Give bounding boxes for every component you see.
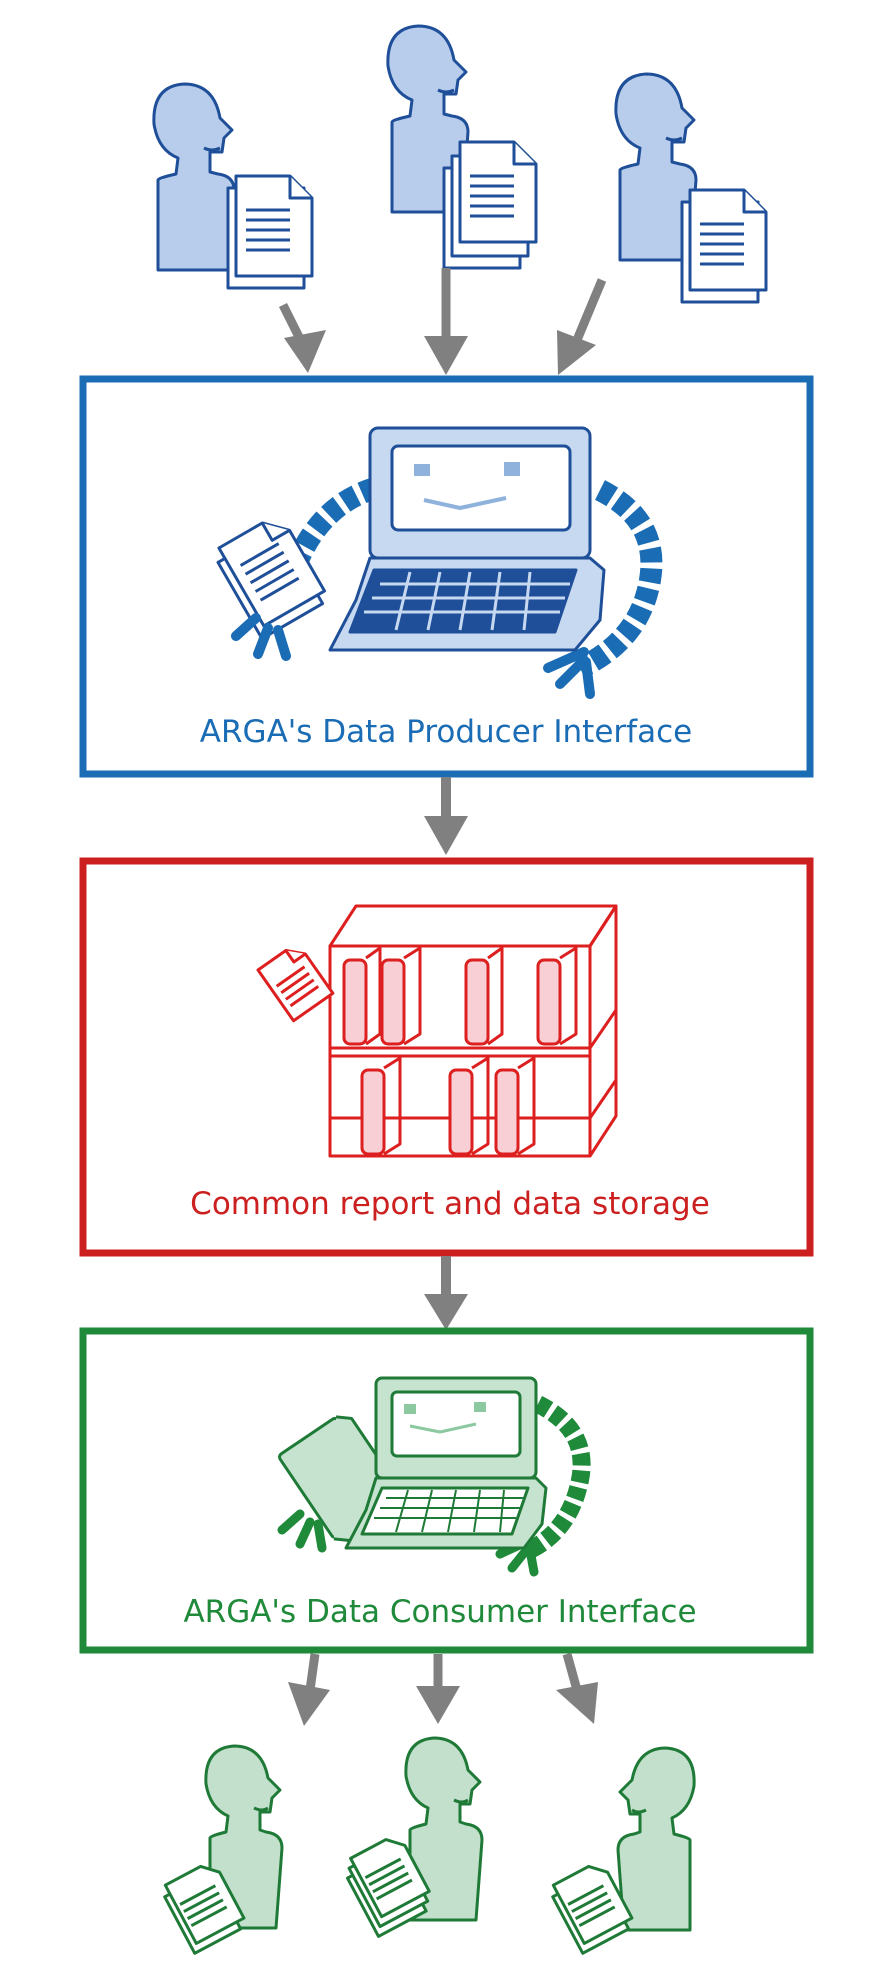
consumer-interface-label: ARGA's Data Consumer Interface <box>183 1594 696 1630</box>
arrows-in <box>278 268 607 375</box>
bookshelf-icon <box>256 904 618 1158</box>
robot-laptop-icon <box>277 1376 591 1577</box>
consumer-person-2 <box>346 1736 484 1938</box>
consumer-interface-box: ARGA's Data Consumer Interface <box>79 1327 814 1654</box>
storage-label: Common report and data storage <box>190 1186 710 1222</box>
consumer-box-border <box>79 1327 814 1654</box>
producer-interface-box: ARGA's Data Producer Interface <box>79 375 814 778</box>
document-icon <box>256 948 335 1023</box>
arrow-storage-to-consumer <box>424 1256 468 1330</box>
person-icon <box>152 82 236 272</box>
storage-box: Common report and data storage <box>79 857 814 1257</box>
arrow-producer-to-storage <box>424 777 468 855</box>
producer-person-1 <box>152 82 314 290</box>
document-stack-icon <box>551 1864 634 1955</box>
producer-box-border <box>79 375 814 778</box>
book-icon <box>342 958 562 1046</box>
consumer-person-1 <box>163 1744 284 1955</box>
producers-group <box>152 24 768 304</box>
robot-arm-icon <box>575 480 663 678</box>
document-stack-icon <box>346 1838 431 1938</box>
person-icon <box>616 1746 696 1932</box>
arrows-out <box>288 1652 598 1726</box>
document-icon <box>680 188 768 304</box>
consumers-group <box>163 1736 696 1955</box>
consumer-person-3 <box>616 1746 696 1932</box>
robot-laptop-icon <box>216 426 663 699</box>
person-icon <box>404 1736 484 1922</box>
document-stack-icon <box>163 1864 246 1955</box>
document-icon <box>216 521 327 641</box>
storage-box-border <box>79 857 814 1257</box>
producer-interface-label: ARGA's Data Producer Interface <box>200 714 692 750</box>
document-icon <box>226 174 314 290</box>
person-icon <box>386 24 470 214</box>
book-icon <box>360 1068 520 1156</box>
producer-person-2 <box>386 24 538 270</box>
robot-arm-icon <box>285 477 379 570</box>
document-stack-icon <box>442 140 538 270</box>
robot-arm-icon <box>525 1395 591 1559</box>
person-icon <box>614 72 698 262</box>
producer-person-3 <box>614 72 768 304</box>
